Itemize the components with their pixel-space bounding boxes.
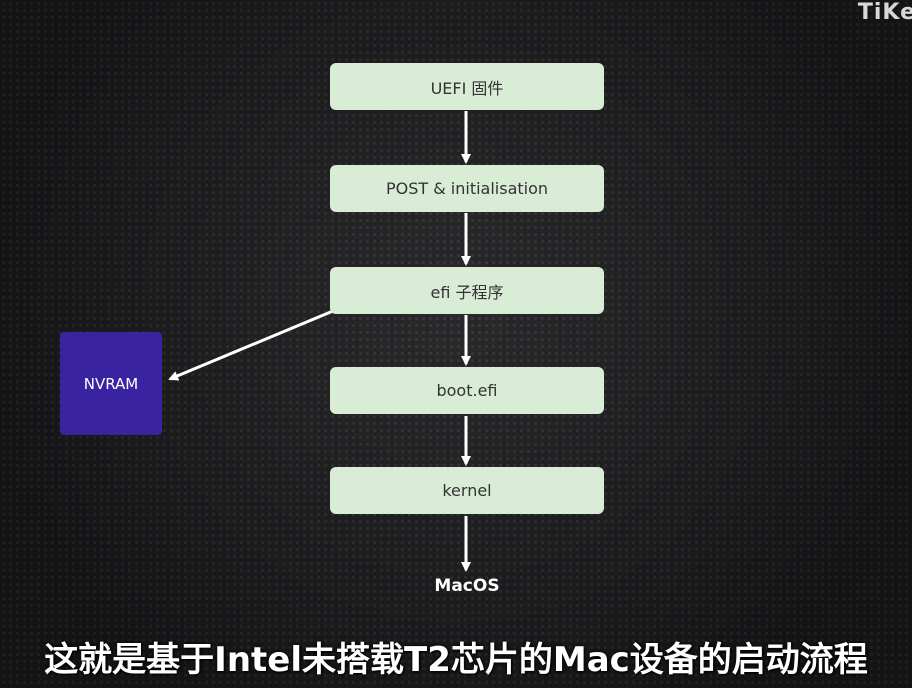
step-kernel: kernel (330, 467, 604, 514)
video-subtitle: 这就是基于Intel未搭载T2芯片的Mac设备的启动流程 (44, 640, 868, 680)
step-post-initialisation: POST & initialisation (330, 165, 604, 212)
arrow-efi-to-nvram (168, 309, 334, 381)
final-macos-label: MacOS (434, 576, 500, 596)
watermark-logo: TiKe (857, 0, 912, 25)
step-uefi-firmware: UEFI 固件 (330, 63, 604, 110)
step-efi-subprogram: efi 子程序 (330, 267, 604, 314)
step-boot-efi: boot.efi (330, 367, 604, 414)
nvram-node: NVRAM (60, 332, 162, 435)
